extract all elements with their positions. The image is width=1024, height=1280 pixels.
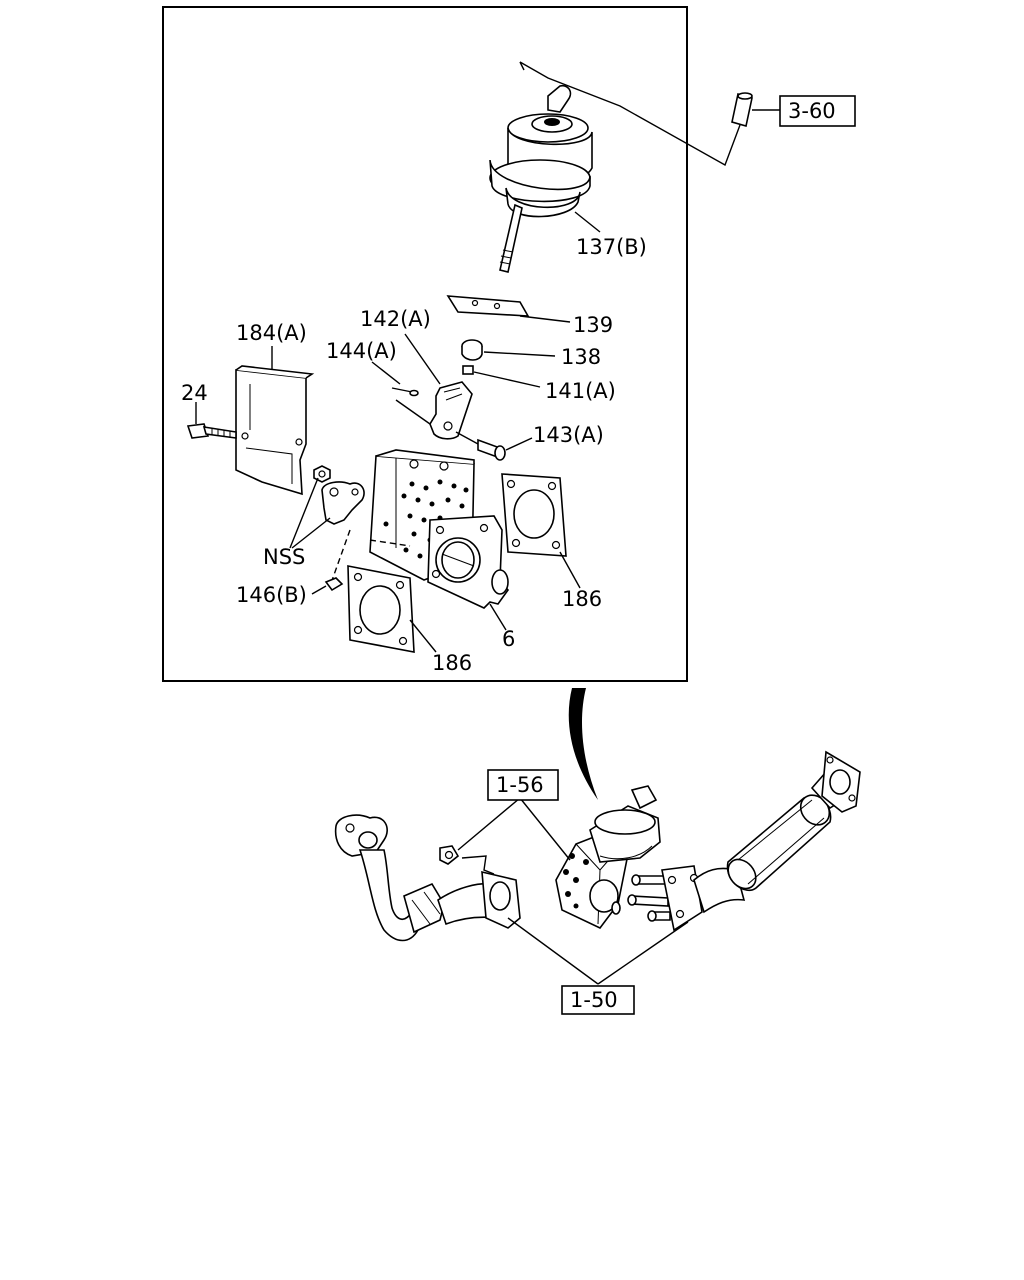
ref-label-1-56: 1-56 [496,773,544,797]
label-186-right: 186 [562,587,602,611]
leader-1-50 [507,917,689,985]
label-186-left: 186 [432,651,472,675]
label-146b: 146(B) [236,583,307,607]
label-142a: 142(A) [360,307,431,331]
gasket-186-right [501,473,581,589]
ref-box-3-60 [779,95,856,127]
detail-frame [162,6,688,682]
ref-box-1-56 [487,769,559,801]
label-138: 138 [561,345,601,369]
hose-connector-3-60 [731,92,780,128]
gasket-186-left [347,565,437,653]
vacuum-actuator [489,61,741,273]
leader-1-56 [457,797,571,861]
label-143a: 143(A) [533,423,604,447]
label-24: 24 [181,381,208,405]
nut-138 [461,339,556,361]
heat-shield-184a [235,346,315,496]
pin-144a [371,361,431,425]
flange-part-6 [427,515,510,631]
label-137b: 137(B) [576,235,647,259]
nss-parts [289,465,365,549]
label-141a: 141(A) [545,379,616,403]
label-184a: 184(A) [236,321,307,345]
label-6: 6 [502,627,515,651]
label-144a: 144(A) [326,339,397,363]
ref-box-1-50 [561,985,635,1015]
label-139: 139 [573,313,613,337]
bolt-146b [311,577,344,595]
ref-label-1-50: 1-50 [570,988,618,1012]
pin-143a [455,431,533,461]
bolt-24 [186,402,237,439]
nut-141a [462,365,541,388]
actuator-gasket [446,295,571,323]
detail-callout-arc [568,688,598,800]
exhaust-assembly [334,750,861,942]
label-nss: NSS [263,545,305,569]
ref-label-3-60: 3-60 [788,99,836,123]
